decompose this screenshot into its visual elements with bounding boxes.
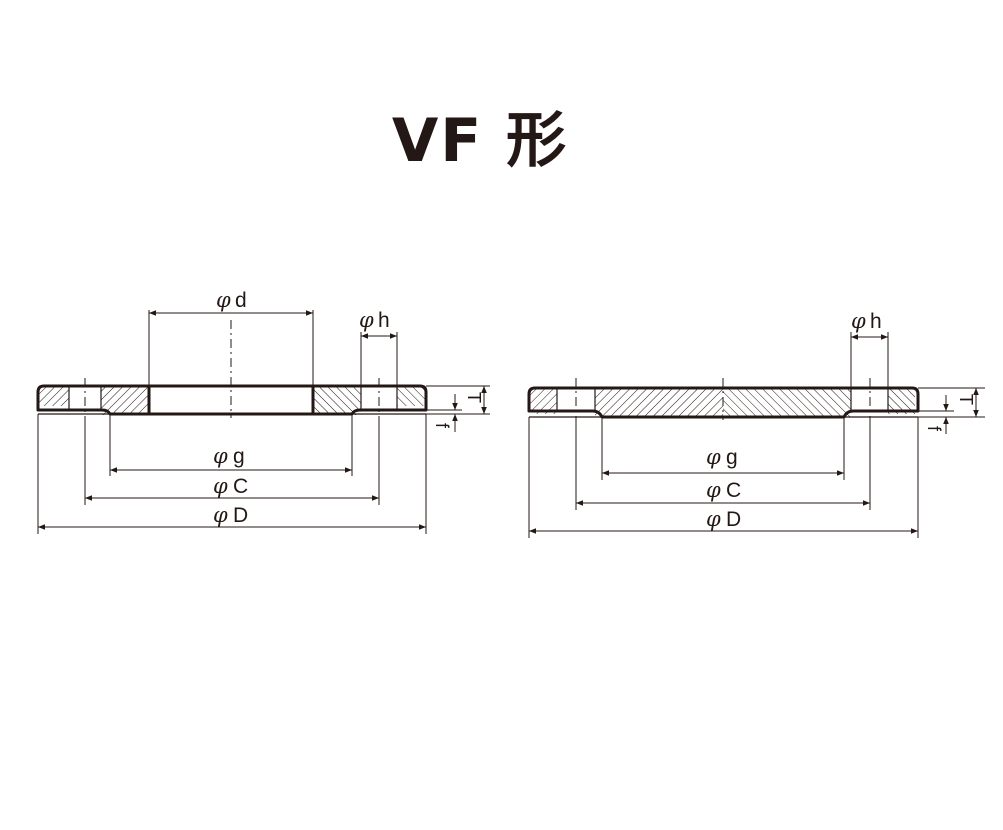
dim-dd-phi-right: φ — [706, 507, 721, 531]
dim-c-phi-right: φ — [706, 478, 721, 502]
section-hatch-right-outer — [397, 386, 425, 406]
dim-h-label-left: h — [378, 309, 390, 332]
flange-outline-left — [36, 384, 151, 416]
dim-g-phi-left: φ — [213, 444, 228, 468]
section-hatch-right-inner — [313, 386, 361, 415]
dim-d-phi: φ — [216, 288, 231, 312]
page-title: VF 形 — [391, 106, 569, 176]
dim-h-phi-left: φ — [359, 308, 374, 332]
dim-t-label-left: T — [464, 392, 484, 403]
dim-h-label-right: h — [870, 310, 882, 333]
dim-dd-label-right: D — [726, 508, 741, 531]
dim-c-label-left: C — [233, 475, 248, 498]
section-hatch-left-inner — [101, 386, 149, 415]
diagram-left: φ d φ h T f φ g φ C φ D — [36, 288, 490, 534]
section-hatch-r-body-left — [595, 388, 723, 417]
dim-g-label-left: g — [233, 445, 245, 468]
dim-c-phi-left: φ — [213, 474, 228, 498]
section-hatch-r-body-right — [723, 388, 851, 417]
dim-g-label-right: g — [726, 446, 738, 469]
section-hatch-left-outer — [39, 386, 69, 406]
dim-dd-label-left: D — [233, 504, 248, 527]
dim-c-label-right: C — [726, 479, 741, 502]
flange-outline-right — [311, 384, 428, 416]
dim-f-label-left: f — [432, 423, 452, 429]
dim-h-phi-right: φ — [851, 309, 866, 333]
dim-t-label-right: T — [956, 394, 976, 405]
dim-g-phi-right: φ — [706, 445, 721, 469]
diagram-right: φ h T f φ g φ C φ D — [527, 309, 985, 538]
dim-dd-phi-left: φ — [213, 503, 228, 527]
dim-d-label: d — [235, 289, 247, 312]
dim-f-label-right: f — [924, 426, 944, 432]
